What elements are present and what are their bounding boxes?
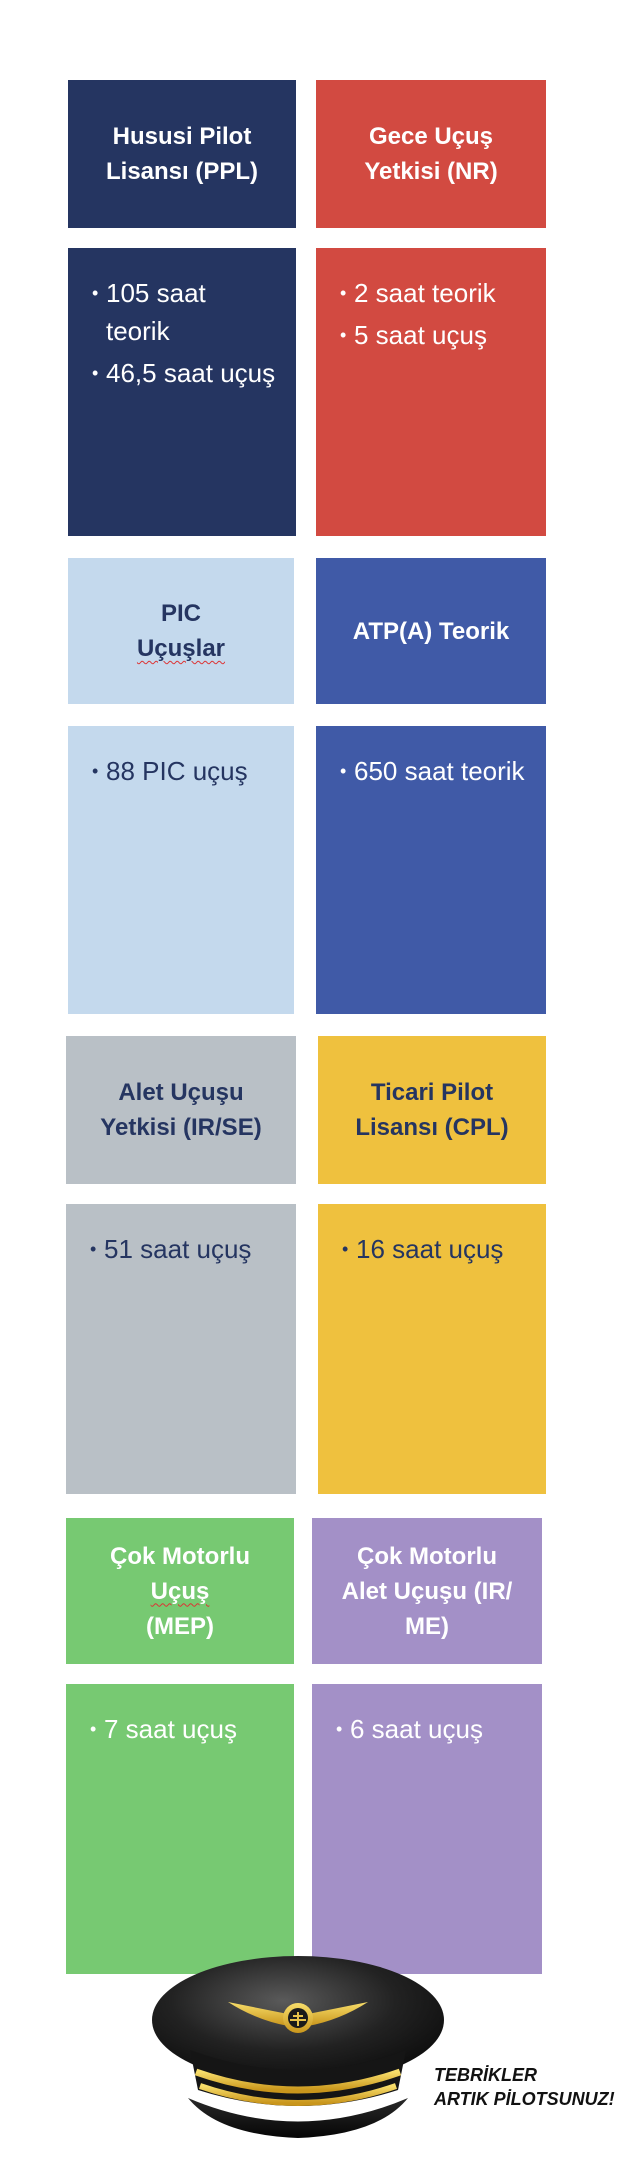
card-title-line: ATP(A) Teorik (352, 617, 510, 645)
card-pic-title: PIC Uçuşlar (68, 558, 294, 704)
pilot-cap-icon (148, 1940, 448, 2145)
list-item-text: 6 saat uçuş (350, 1714, 483, 1744)
card-title-line: Çok Motorlu (357, 1542, 497, 1570)
list-item-text: 2 saat teorik (354, 278, 496, 308)
list-item-text: 88 PIC uçuş (106, 756, 248, 786)
caption-line-2: ARTIK PİLOTSUNUZ! (434, 2089, 615, 2109)
list-item-text: 7 saat uçuş (104, 1714, 237, 1744)
list-item: •2 saat teorik (340, 274, 526, 312)
card-title-line-part: Uçuş (150, 1577, 210, 1605)
card-nr-body: •2 saat teorik •5 saat uçuş (316, 248, 546, 536)
card-title-line: Uçuşlar (136, 635, 226, 662)
list-item: •650 saat teorik (340, 752, 526, 790)
list-item: •51 saat uçuş (90, 1230, 276, 1268)
card-cpl-body: •16 saat uçuş (318, 1204, 546, 1494)
congrats-caption: TEBRİKLER ARTIK PİLOTSUNUZ! (434, 2063, 624, 2111)
list-item: •46,5 saat uçuş (92, 354, 276, 392)
list-item-text: 16 saat uçuş (356, 1234, 504, 1264)
card-atp-title: ATP(A) Teorik (316, 558, 546, 704)
card-mep-body: •7 saat uçuş (66, 1684, 294, 1974)
list-item-text: 51 saat uçuş (104, 1234, 252, 1264)
list-item-text: 105 saat teorik (106, 278, 206, 346)
card-title-line: PIC (160, 600, 201, 627)
list-item: •7 saat uçuş (90, 1710, 274, 1748)
card-title-line: Hususi Pilot (112, 123, 252, 150)
list-item: •16 saat uçuş (342, 1230, 526, 1268)
list-item: •5 saat uçuş (340, 316, 526, 354)
card-title-line: Yetkisi (IR/SE) (100, 1114, 262, 1141)
card-atp-body: •650 saat teorik (316, 726, 546, 1014)
card-title-line: Alet Uçuşu (118, 1079, 244, 1106)
card-title-line: Lisansı (PPL) (105, 158, 259, 185)
card-title-line: Lisansı (CPL) (355, 1114, 509, 1141)
caption-line-1: TEBRİKLER (434, 2065, 537, 2085)
card-ppl-body: •105 saat teorik •46,5 saat uçuş (68, 248, 296, 536)
list-item-text: 650 saat teorik (354, 756, 525, 786)
list-item: •6 saat uçuş (336, 1710, 522, 1748)
card-title-line: Yetkisi (NR) (364, 158, 498, 185)
card-title-line: Uçuş (MEP) (110, 1574, 250, 1644)
list-item: •105 saat teorik (92, 274, 276, 350)
card-title-line: ME) (405, 1612, 449, 1640)
card-irse-body: •51 saat uçuş (66, 1204, 296, 1494)
list-item-text: 46,5 saat uçuş (106, 358, 276, 388)
card-irme-body: •6 saat uçuş (312, 1684, 542, 1974)
card-pic-body: •88 PIC uçuş (68, 726, 294, 1014)
list-item: •88 PIC uçuş (92, 752, 274, 790)
card-title-line: Gece Uçuş (368, 123, 494, 150)
list-item-text: 5 saat uçuş (354, 320, 487, 350)
card-title-line: Alet Uçuşu (IR/ (341, 1577, 513, 1605)
card-title-line: Ticari Pilot (370, 1079, 494, 1106)
card-title-line: Çok Motorlu (110, 1542, 250, 1570)
